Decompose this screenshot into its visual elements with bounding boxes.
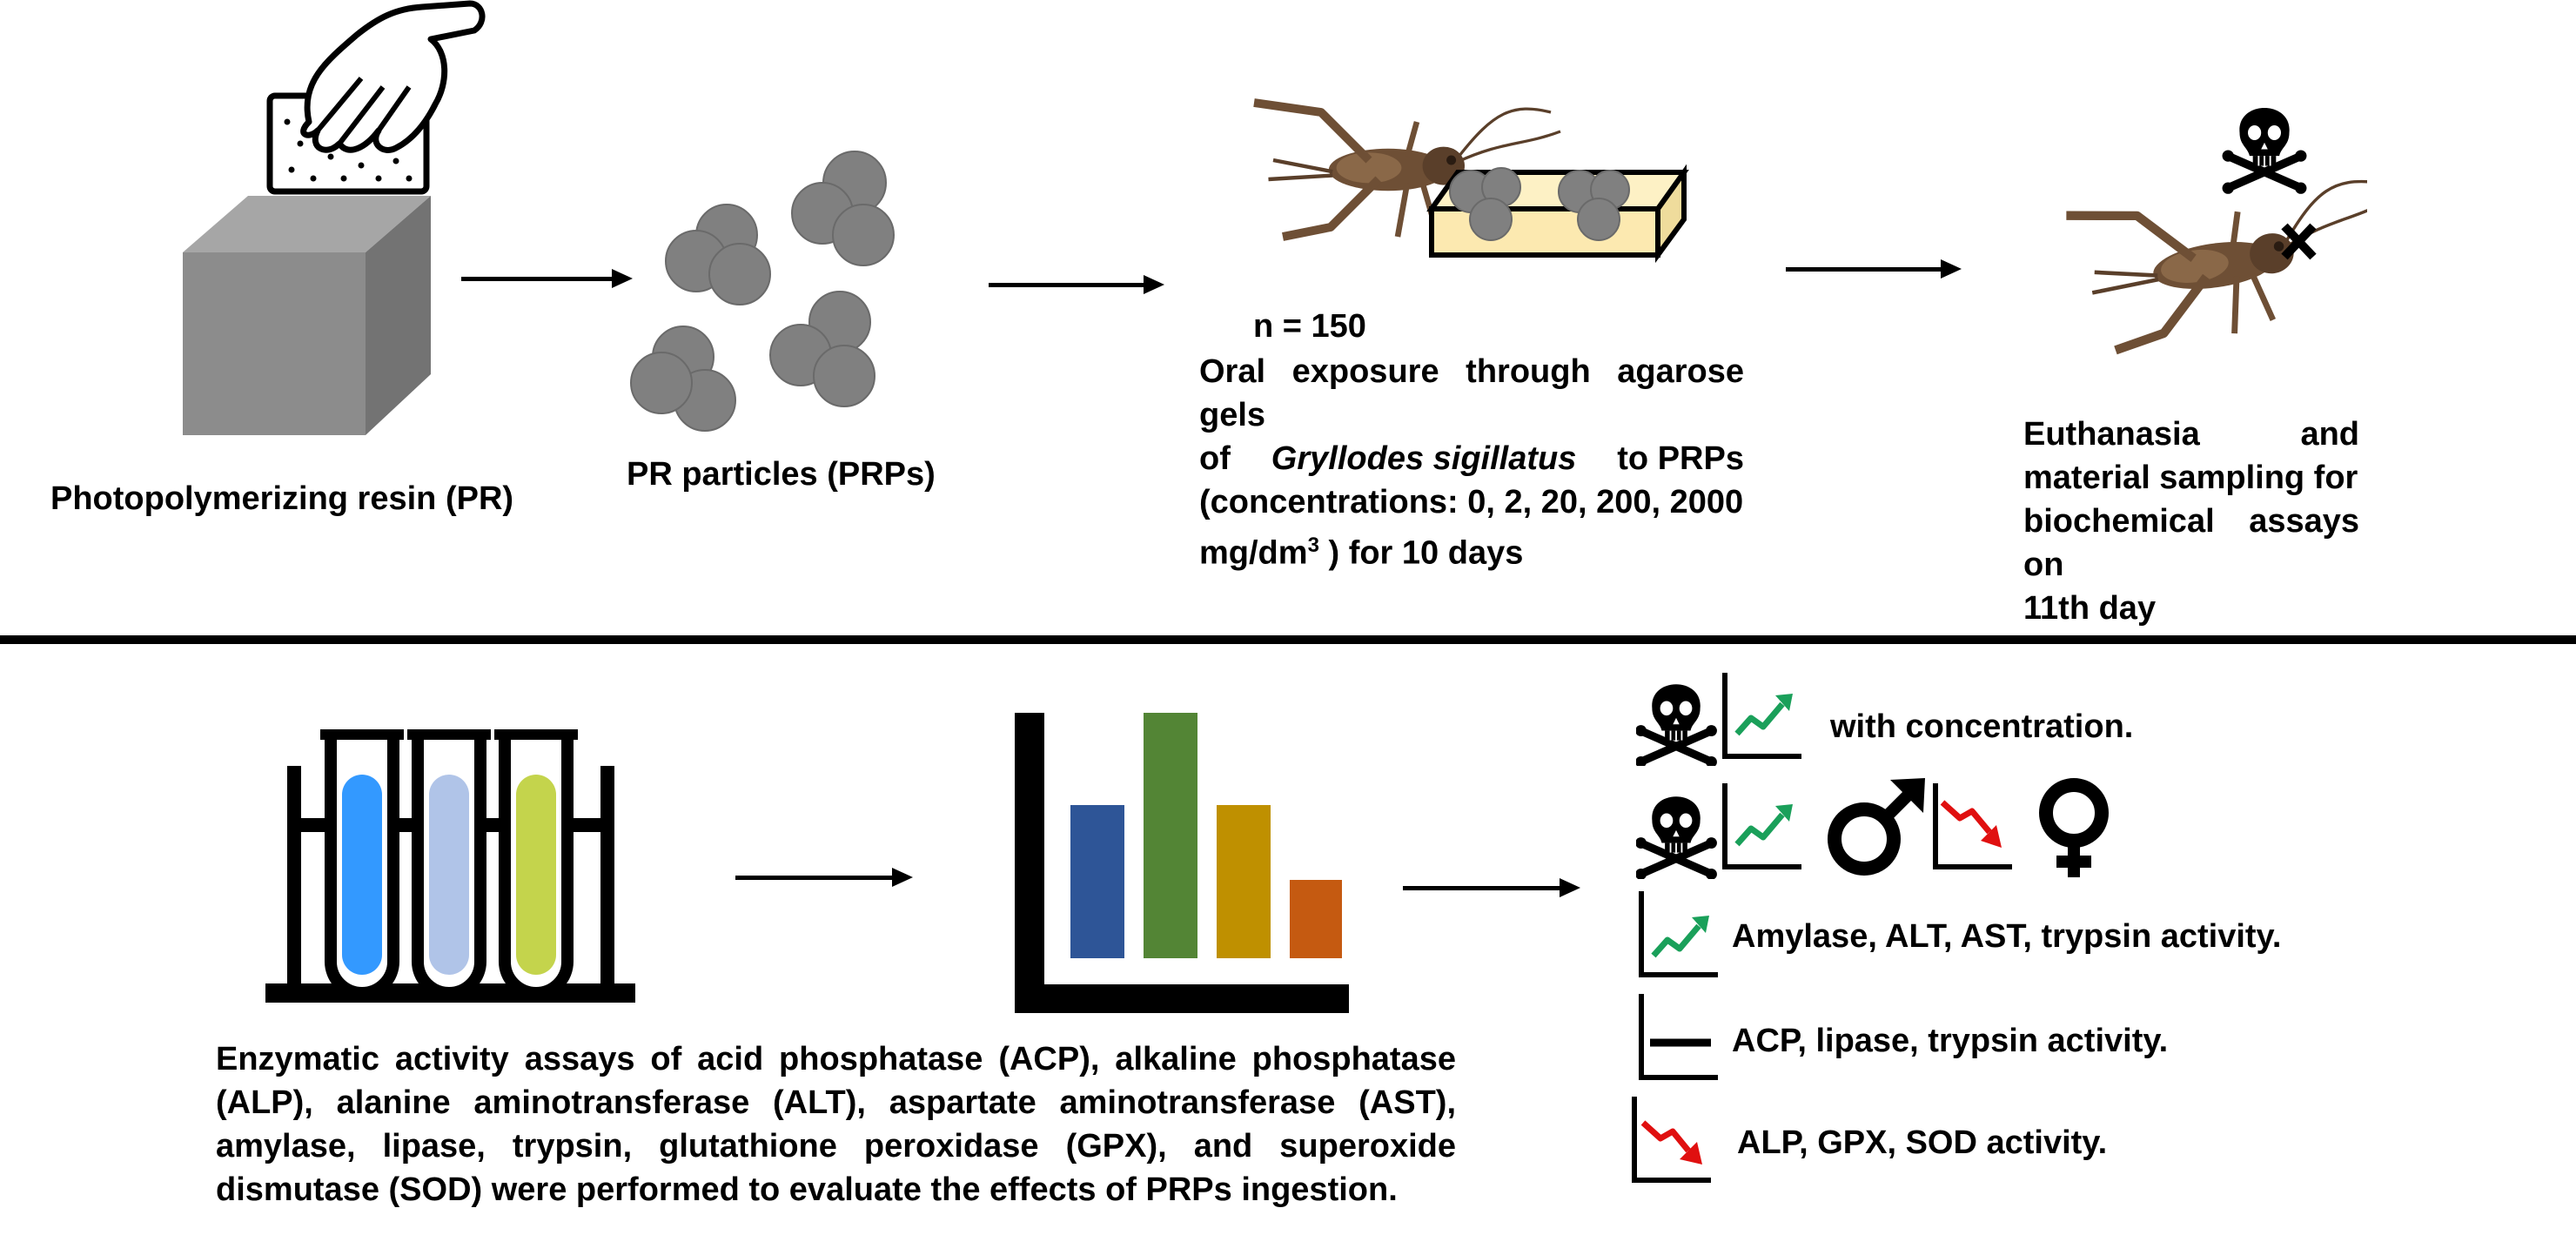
result-row1-icons bbox=[1636, 666, 1810, 766]
result-row3-icons bbox=[1636, 888, 1732, 988]
sample-size: n = 150 bbox=[1253, 308, 1366, 345]
step3-line2-post: to PRPs bbox=[1617, 440, 1744, 477]
result-row3-text: Amylase, ALT, AST, trypsin activity. bbox=[1732, 918, 2282, 955]
cricket-feeding-illustration bbox=[1171, 87, 1689, 264]
bar-green bbox=[1144, 713, 1197, 958]
unit-exponent: 3 bbox=[1307, 534, 1319, 557]
bar-orange bbox=[1290, 880, 1342, 958]
step1-caption: Photopolymerizing resin (PR) bbox=[50, 480, 514, 517]
section-divider bbox=[0, 635, 2576, 644]
bar-gold bbox=[1217, 805, 1271, 958]
trend-flat-icon bbox=[1641, 994, 1718, 1077]
arrow-analysis-results bbox=[1403, 878, 1580, 897]
trend-down-icon bbox=[1935, 783, 2012, 867]
result-row4-text: ACP, lipase, trypsin activity. bbox=[1732, 1023, 2169, 1059]
assays-description: Enzymatic activity assays of acid phosph… bbox=[216, 1041, 1456, 1208]
step4-line2: material sampling for bbox=[2023, 460, 2358, 496]
test-tube-blue bbox=[320, 729, 404, 999]
step4-line3: biochemical assays on bbox=[2023, 503, 2359, 583]
step4-line1-b: and bbox=[2300, 416, 2359, 453]
arrow-assays-analysis bbox=[735, 868, 913, 887]
step3-line3: (concentrations: 0, 2, 20, 200, 2000 bbox=[1199, 484, 1744, 520]
hand-icon bbox=[300, 0, 486, 153]
step3-caption: Oral exposure through agarose gels of Gr… bbox=[1199, 350, 1744, 575]
result-row1-text: with concentration. bbox=[1830, 708, 2134, 745]
dead-cricket-icon bbox=[2066, 171, 2367, 354]
step3-line4: mg/dm3 ) for 10 days bbox=[1199, 524, 1744, 575]
skull-icon bbox=[1636, 684, 1717, 766]
step3-line1: Oral exposure through agarose gels bbox=[1199, 353, 1744, 433]
agarose-gel-icon bbox=[1426, 164, 1689, 264]
step4-line1-a: Euthanasia bbox=[2023, 416, 2200, 453]
step2-caption: PR particles (PRPs) bbox=[627, 456, 936, 493]
male-icon bbox=[1828, 778, 1925, 876]
step3-line2: of Gryllodes sigillatus to PRPs bbox=[1199, 437, 1744, 480]
duration: ) for 10 days bbox=[1318, 534, 1524, 572]
skull-icon bbox=[2223, 108, 2307, 194]
trend-down-icon bbox=[1634, 1097, 1711, 1180]
step4-line1: Euthanasia and bbox=[2023, 413, 2359, 456]
test-tube-green bbox=[494, 729, 578, 999]
arrow-step2-step3 bbox=[989, 275, 1164, 294]
step4-caption: Euthanasia and material sampling for bioc… bbox=[2023, 413, 2359, 630]
result-row5-icons bbox=[1629, 1093, 1725, 1193]
result-row4-icons bbox=[1636, 990, 1732, 1091]
step3-line2-pre: of bbox=[1199, 440, 1231, 477]
arrow-step3-step4 bbox=[1786, 259, 1962, 279]
trend-up-icon bbox=[1641, 891, 1718, 975]
test-tube-lightblue bbox=[407, 729, 491, 999]
cross-mark-icon bbox=[2281, 223, 2317, 260]
female-icon bbox=[2039, 778, 2109, 877]
skull-icon bbox=[1636, 796, 1717, 879]
euthanasia-illustration bbox=[2036, 87, 2367, 374]
trend-up-icon bbox=[1725, 673, 1801, 756]
test-tube-rack-illustration bbox=[265, 729, 635, 1003]
resin-cube-illustration bbox=[183, 0, 486, 435]
result-row5-text: ALP, GPX, SOD activity. bbox=[1737, 1124, 2108, 1161]
bar-blue bbox=[1070, 805, 1124, 958]
arrow-step1-step2 bbox=[461, 269, 633, 288]
particles-illustration bbox=[630, 151, 895, 432]
trend-up-icon bbox=[1725, 783, 1801, 867]
bar-chart-illustration bbox=[1015, 713, 1349, 1013]
unit: mg/dm bbox=[1199, 534, 1308, 572]
step4-line4: 11th day bbox=[2023, 590, 2157, 627]
species-name: Gryllodes sigillatus bbox=[1271, 440, 1577, 477]
result-row2-icons bbox=[1636, 778, 2109, 879]
